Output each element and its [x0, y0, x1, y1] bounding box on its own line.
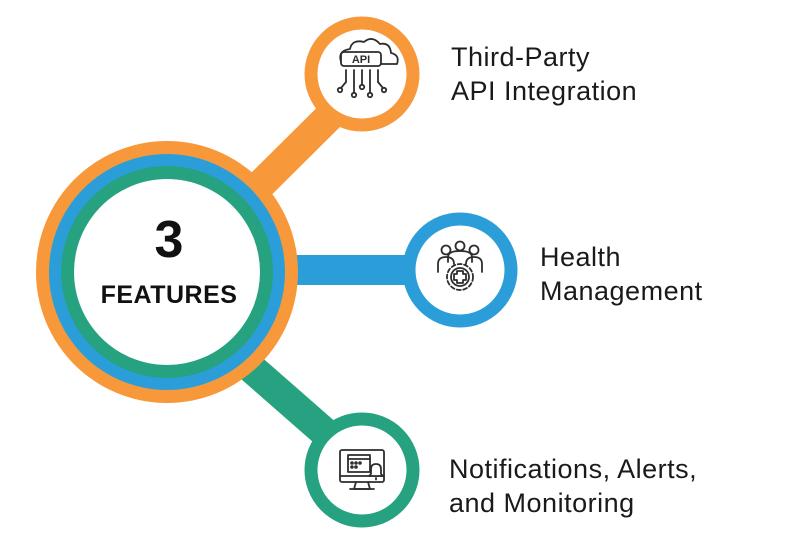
satellite-circle-health [402, 212, 518, 328]
features-caption: FEATURES [100, 281, 238, 309]
feature-label-line: Management [540, 276, 703, 306]
feature-label-api-integration: Third-Party API Integration [451, 40, 637, 108]
hub-core [74, 179, 260, 365]
health-management-gear-icon [437, 240, 483, 291]
feature-label-line: API Integration [451, 76, 638, 106]
feature-label-line: Third-Party [451, 42, 591, 72]
feature-label-line: Health [540, 242, 622, 272]
feature-label-notifications: Notifications, Alerts, and Monitoring [449, 452, 697, 520]
feature-label-line: Notifications, Alerts, [449, 454, 698, 484]
svg-text:API: API [352, 54, 370, 66]
satellite-circle-notifications [304, 412, 420, 528]
feature-label-health-management: Health Management [540, 240, 703, 308]
feature-count: 3 [154, 211, 184, 269]
monitor-calendar-bell-icon [339, 449, 385, 490]
feature-label-line: and Monitoring [449, 488, 635, 518]
cloud-api-icon: API [336, 38, 399, 99]
